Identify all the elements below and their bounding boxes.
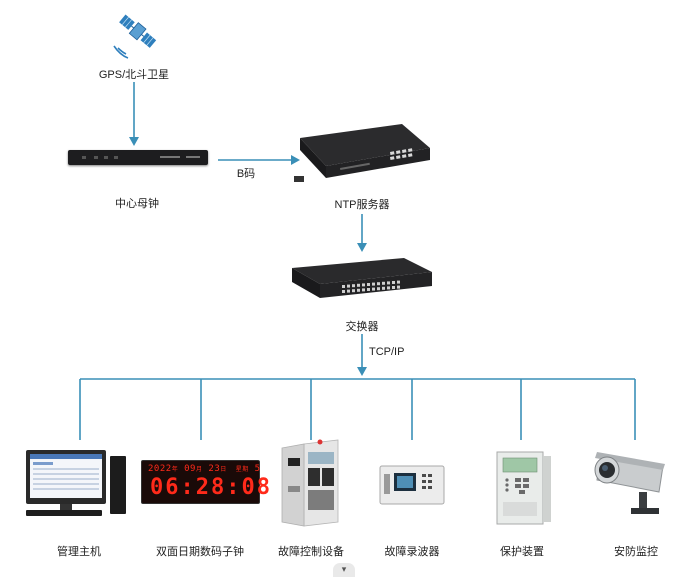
- arrow-bus: [357, 367, 367, 376]
- device-label-3: 故障控制设备: [278, 546, 344, 558]
- b-code-label: B码: [236, 168, 256, 180]
- ntp-server-device: [294, 124, 430, 182]
- satellite-icon: [113, 14, 157, 59]
- switch-device: [292, 258, 432, 298]
- device-label-4: 故障录波器: [384, 546, 440, 558]
- device-label-5: 保护装置: [500, 546, 544, 558]
- satellite-label: GPS/北斗卫星: [98, 69, 170, 81]
- security-camera-device: [594, 452, 665, 514]
- switch-label: 交换器: [345, 321, 379, 333]
- digital-clock-device: 2022年 09月 23日 星期 5 06:28:08: [141, 460, 270, 504]
- clock-time: 06:28:08: [150, 475, 272, 500]
- device-label-6: 安防监控: [614, 546, 658, 558]
- fault-recorder-device: [379, 465, 445, 505]
- device-label-1: 管理主机: [57, 546, 101, 558]
- management-host-device: [26, 450, 126, 520]
- tcp-ip-label: TCP/IP: [369, 346, 405, 358]
- master-clock-label: 中心母钟: [115, 198, 159, 210]
- arrow-switch: [357, 243, 367, 252]
- clock-date-row: 2022年 09月 23日 星期 5: [148, 464, 261, 474]
- arrow-ntp: [291, 155, 300, 165]
- protection-device: [496, 451, 551, 525]
- arrow-clock: [129, 137, 139, 146]
- master-clock-device: [68, 150, 208, 165]
- ntp-server-label: NTP服务器: [334, 199, 390, 211]
- fault-control-cabinet: [281, 439, 339, 527]
- device-label-2: 双面日期数码子钟: [156, 546, 244, 558]
- chevron-down-icon[interactable]: ▾: [333, 563, 355, 577]
